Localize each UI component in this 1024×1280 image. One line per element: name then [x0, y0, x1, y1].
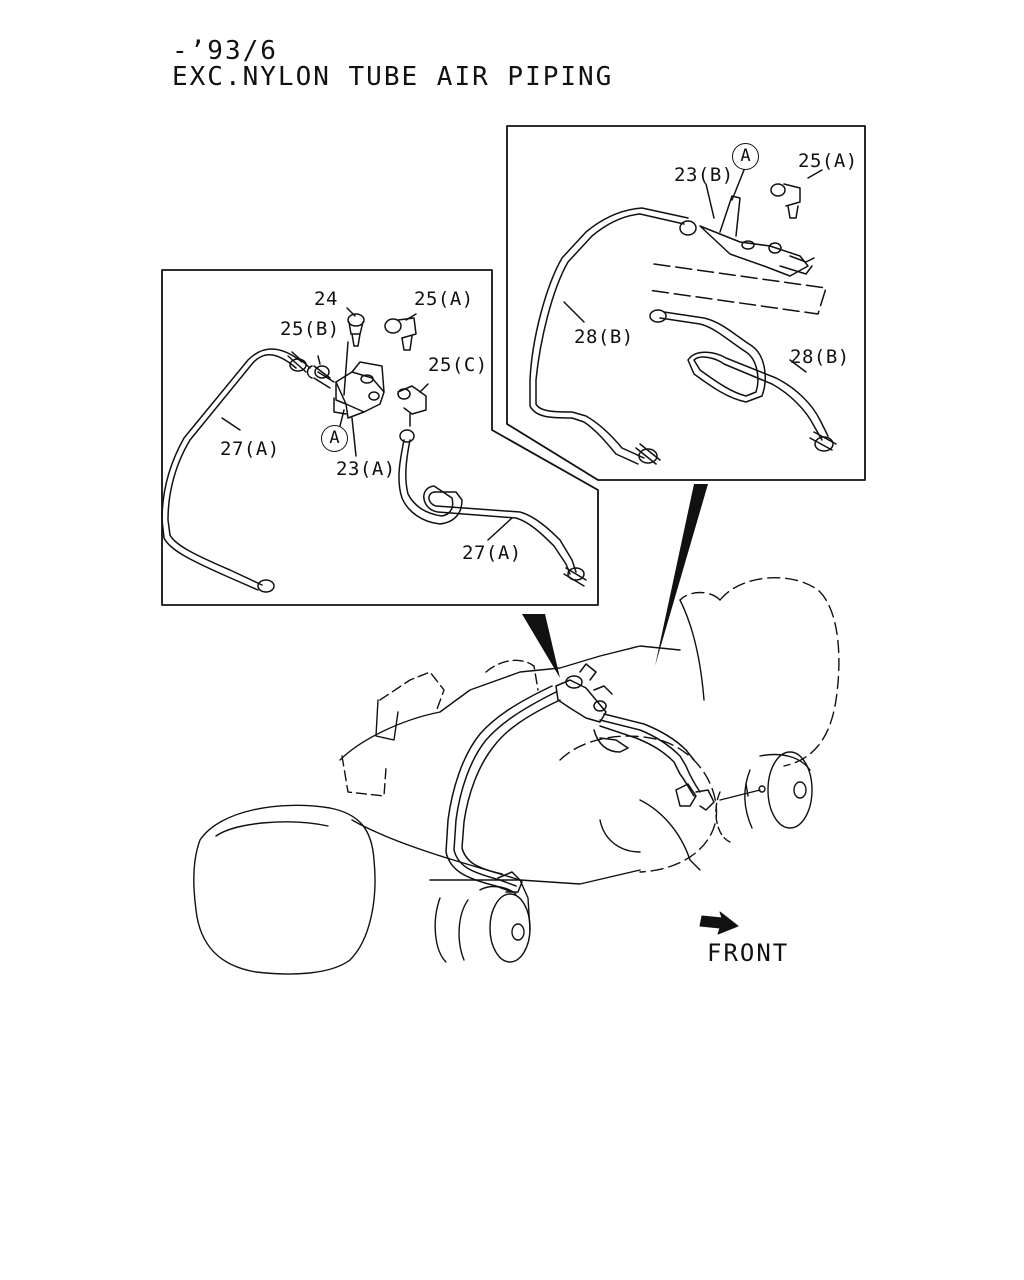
leader-23b: [705, 183, 715, 219]
rear-axle-assembly: [193, 577, 840, 975]
callout-27a-right: 27(A): [462, 542, 522, 564]
tube-27a-left: [161, 348, 311, 593]
air-pipes-on-axle: [445, 663, 715, 893]
bracket-23b: [699, 195, 815, 277]
leader-27a-left: [221, 417, 241, 431]
tube-27a-right: [398, 429, 587, 587]
callout-23a: 23(A): [336, 458, 396, 480]
leader-ref-a-right: [731, 169, 745, 201]
leader-27a-right: [487, 517, 513, 541]
dashed-group-outline: [647, 263, 827, 315]
front-direction-label: FRONT: [707, 939, 790, 967]
leader-25a-left: [405, 313, 417, 321]
left-detail-box: [161, 269, 599, 606]
right-detail-box: [506, 125, 866, 481]
leader-25b: [317, 355, 321, 365]
callout-23b: 23(B): [674, 164, 734, 186]
callout-25a-left: 25(A): [414, 288, 474, 310]
callout-28b-right: 28(B): [790, 346, 850, 368]
callout-25a-right: 25(A): [798, 150, 858, 172]
leader-28b-left: [563, 301, 585, 323]
callout-27a-left: 27(A): [220, 438, 280, 460]
fitting-25b: [313, 365, 331, 379]
front-arrow-icon: [699, 911, 739, 935]
reference-a-left: A: [321, 425, 348, 452]
tube-28b-right: [649, 309, 837, 452]
leader-25c: [419, 383, 429, 393]
valve-23a: [306, 341, 385, 419]
detail-pointer-right: [655, 484, 708, 666]
callout-24: 24: [314, 288, 338, 310]
leader-25a-right: [807, 169, 823, 179]
reference-a-right: A: [732, 143, 759, 170]
detail-pointer-left: [522, 614, 560, 678]
diagram-date-code: -’93/6: [172, 36, 278, 66]
leader-24: [346, 307, 356, 317]
leader-28b-right: [789, 359, 807, 373]
callout-25b: 25(B): [280, 318, 340, 340]
callout-25c: 25(C): [428, 354, 488, 376]
diagram-title: EXC.NYLON TUBE AIR PIPING: [172, 62, 614, 92]
fitting-25a-right: [770, 183, 801, 219]
leader-ref-a-left: [339, 409, 345, 427]
leader-23a: [351, 417, 357, 457]
fitting-25c: [397, 385, 427, 427]
fitting-25a-left: [384, 317, 417, 351]
callout-28b-left: 28(B): [574, 326, 634, 348]
bolt-24: [347, 313, 365, 347]
tube-28b-left: [529, 207, 697, 465]
